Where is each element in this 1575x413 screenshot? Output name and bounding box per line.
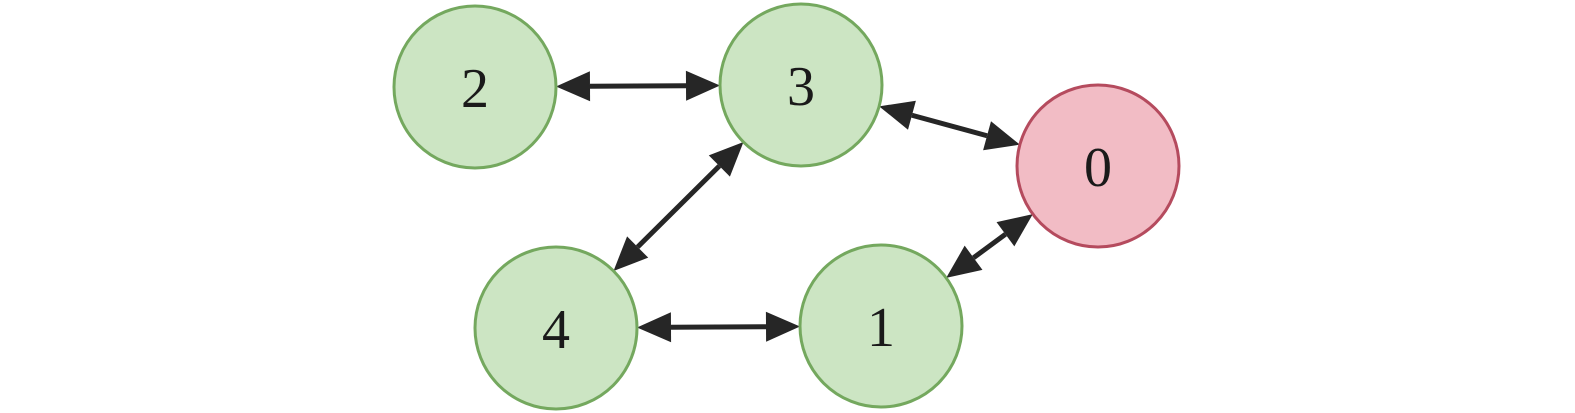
arrowhead-icon: [879, 100, 916, 130]
arrowhead-icon: [685, 70, 721, 101]
arrowhead-icon: [636, 312, 672, 343]
arrowhead-icon: [555, 71, 591, 102]
graph-node[interactable]: 1: [798, 243, 964, 409]
arrowhead-icon: [996, 214, 1033, 247]
arrowhead-icon: [946, 245, 983, 278]
graph-node[interactable]: 3: [718, 2, 884, 168]
edge-shaft: [589, 83, 687, 89]
arrowhead-icon: [613, 236, 649, 271]
edge-shaft: [635, 164, 722, 249]
edge-shaft: [670, 324, 767, 330]
edge-layer: [555, 70, 1033, 343]
graph-edge: [946, 214, 1033, 278]
node-circle-3[interactable]: [718, 2, 884, 168]
graph-node[interactable]: 0: [1015, 83, 1181, 249]
node-circle-2[interactable]: [392, 4, 558, 170]
arrowhead-icon: [983, 121, 1020, 151]
edge-shaft: [972, 232, 1007, 260]
graph-node[interactable]: 2: [392, 4, 558, 170]
node-circle-1[interactable]: [798, 243, 964, 409]
graph-node[interactable]: 4: [473, 245, 639, 411]
graph-edge: [636, 311, 801, 343]
arrowhead-icon: [765, 311, 801, 342]
graph-edge: [879, 100, 1020, 151]
graph-edge: [613, 142, 744, 271]
edge-shaft: [911, 112, 988, 139]
graph-edge: [555, 70, 721, 102]
arrowhead-icon: [708, 142, 744, 177]
node-circle-0[interactable]: [1015, 83, 1181, 249]
node-circle-4[interactable]: [473, 245, 639, 411]
